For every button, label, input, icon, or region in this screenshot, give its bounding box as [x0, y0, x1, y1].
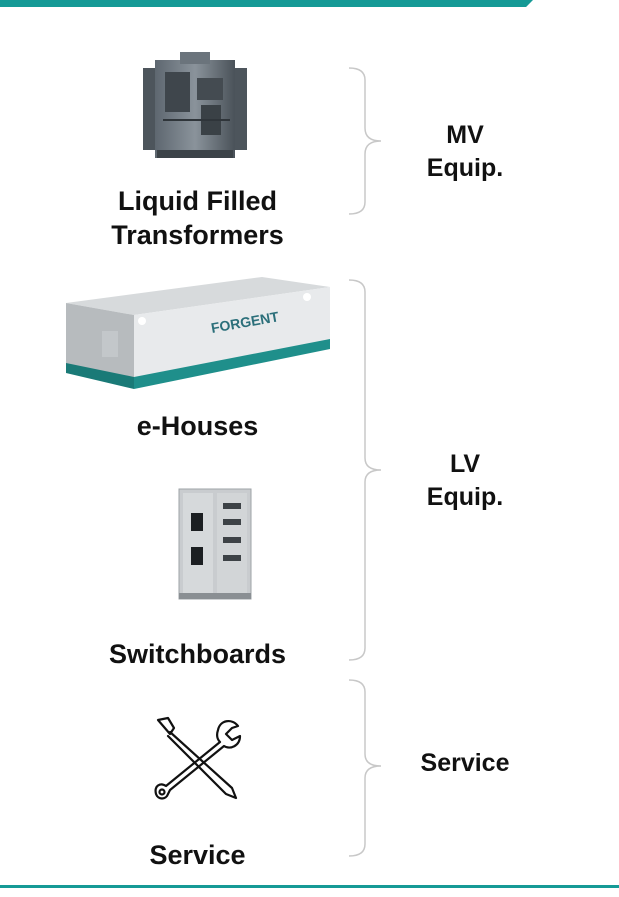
group-label-lv-equip: LV Equip. — [426, 450, 504, 511]
group-label-mv-equip: MV Equip. — [426, 121, 504, 182]
label-switchboards: Switchboards — [108, 639, 287, 669]
group-label-service: Service — [420, 749, 510, 777]
switchboard-image — [177, 485, 253, 603]
label-e-houses: e-Houses — [136, 411, 259, 441]
tools-icon — [152, 716, 244, 802]
label-liquid-filled-transformers: Liquid Filled Transformers — [111, 186, 284, 250]
ehouse-image: FORGENT — [62, 275, 334, 395]
brace-lv — [348, 279, 382, 661]
label-service: Service — [149, 840, 246, 870]
transformer-image — [135, 50, 255, 165]
brace-service — [348, 679, 382, 857]
brace-mv — [348, 67, 382, 215]
bottom-accent-line — [0, 885, 619, 888]
top-accent-bar — [0, 0, 533, 7]
